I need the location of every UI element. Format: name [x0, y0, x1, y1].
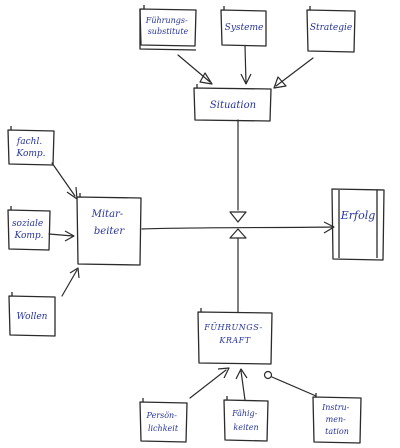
- svg-text:Mitar- beiter: Mitar- beiter: [91, 209, 127, 237]
- edge-wollen-arrowhead: [69, 267, 80, 279]
- edges: [48, 45, 335, 401]
- edge-faehigkeiten-to-fuehrungskraft: [240, 370, 246, 401]
- edge-situation-arrowhead: [229, 211, 247, 223]
- node-fuehrungskraft: FÜHRUNGS- KRAFT: [197, 308, 273, 365]
- edge-fachl-arrowhead: [66, 186, 78, 200]
- edge-fuehrungskraft-arrowhead: [229, 228, 247, 239]
- svg-text:Führungs- substitute: Führungs- substitute: [145, 16, 190, 36]
- edge-wollen-to-mitarbeiter: [61, 269, 78, 297]
- svg-text:Erfolg: Erfolg: [340, 209, 376, 222]
- edge-fachl-to-mitarbeiter: [51, 162, 76, 197]
- edge-instrumentation-circle-head: [263, 370, 273, 380]
- edge-strategie-arrowhead: [273, 76, 287, 89]
- edge-instrumentation-to-fuehrungskraft: [271, 376, 317, 397]
- node-strategie: Strategie: [306, 6, 356, 53]
- edge-sozial-arrowhead: [64, 230, 75, 242]
- node-soziale-komp: soziale Komp.: [7, 206, 51, 251]
- svg-text:Systeme: Systeme: [225, 23, 264, 33]
- svg-text:fachl. Komp.: fachl. Komp.: [15, 137, 45, 159]
- node-persoenlichkeit: Persön- lichkeit: [139, 398, 188, 443]
- node-mitarbeiter: Mitar- beiter: [76, 193, 142, 266]
- node-fachl-komp: fachl. Komp.: [7, 126, 55, 166]
- svg-text:Fähig- keiten: Fähig- keiten: [231, 409, 260, 432]
- edge-persoenlichkeit-arrowhead: [217, 367, 230, 379]
- node-erfolg: Erfolg: [331, 188, 385, 261]
- node-faehigkeiten: Fähig- keiten: [223, 396, 269, 442]
- svg-text:Situation: Situation: [210, 100, 256, 111]
- svg-text:Strategie: Strategie: [310, 23, 352, 33]
- edge-sozial-to-mitarbeiter: [48, 233, 74, 237]
- edge-persoenlichkeit-to-fuehrungskraft: [189, 369, 227, 399]
- node-wollen: Wollen: [8, 292, 56, 337]
- edge-mitarbeiter-to-erfolg: [141, 226, 334, 230]
- edge-substitute-to-situation: [177, 54, 211, 83]
- edge-systeme-arrowhead: [240, 73, 252, 85]
- node-systeme: Systeme: [220, 6, 267, 47]
- edge-erfolg-arrowhead: [323, 221, 335, 234]
- node-situation: Situation: [193, 84, 272, 122]
- svg-text:FÜHRUNGS- KRAFT: FÜHRUNGS- KRAFT: [203, 323, 265, 345]
- edge-systeme-to-situation: [244, 45, 247, 84]
- svg-text:Persön- lichkeit: Persön- lichkeit: [146, 411, 180, 433]
- edge-faehigkeiten-arrowhead: [235, 368, 248, 380]
- svg-text:Instru- men- tatio: Instru- men- tation: [321, 403, 352, 436]
- node-instrumentation: Instru- men- tation: [312, 393, 362, 444]
- node-fuehrungssubstitute: Führungs- substitute: [139, 5, 197, 51]
- edge-substitute-arrowhead: [199, 72, 213, 85]
- svg-text:soziale Komp.: soziale Komp.: [12, 219, 46, 241]
- svg-text:Wollen: Wollen: [17, 312, 48, 322]
